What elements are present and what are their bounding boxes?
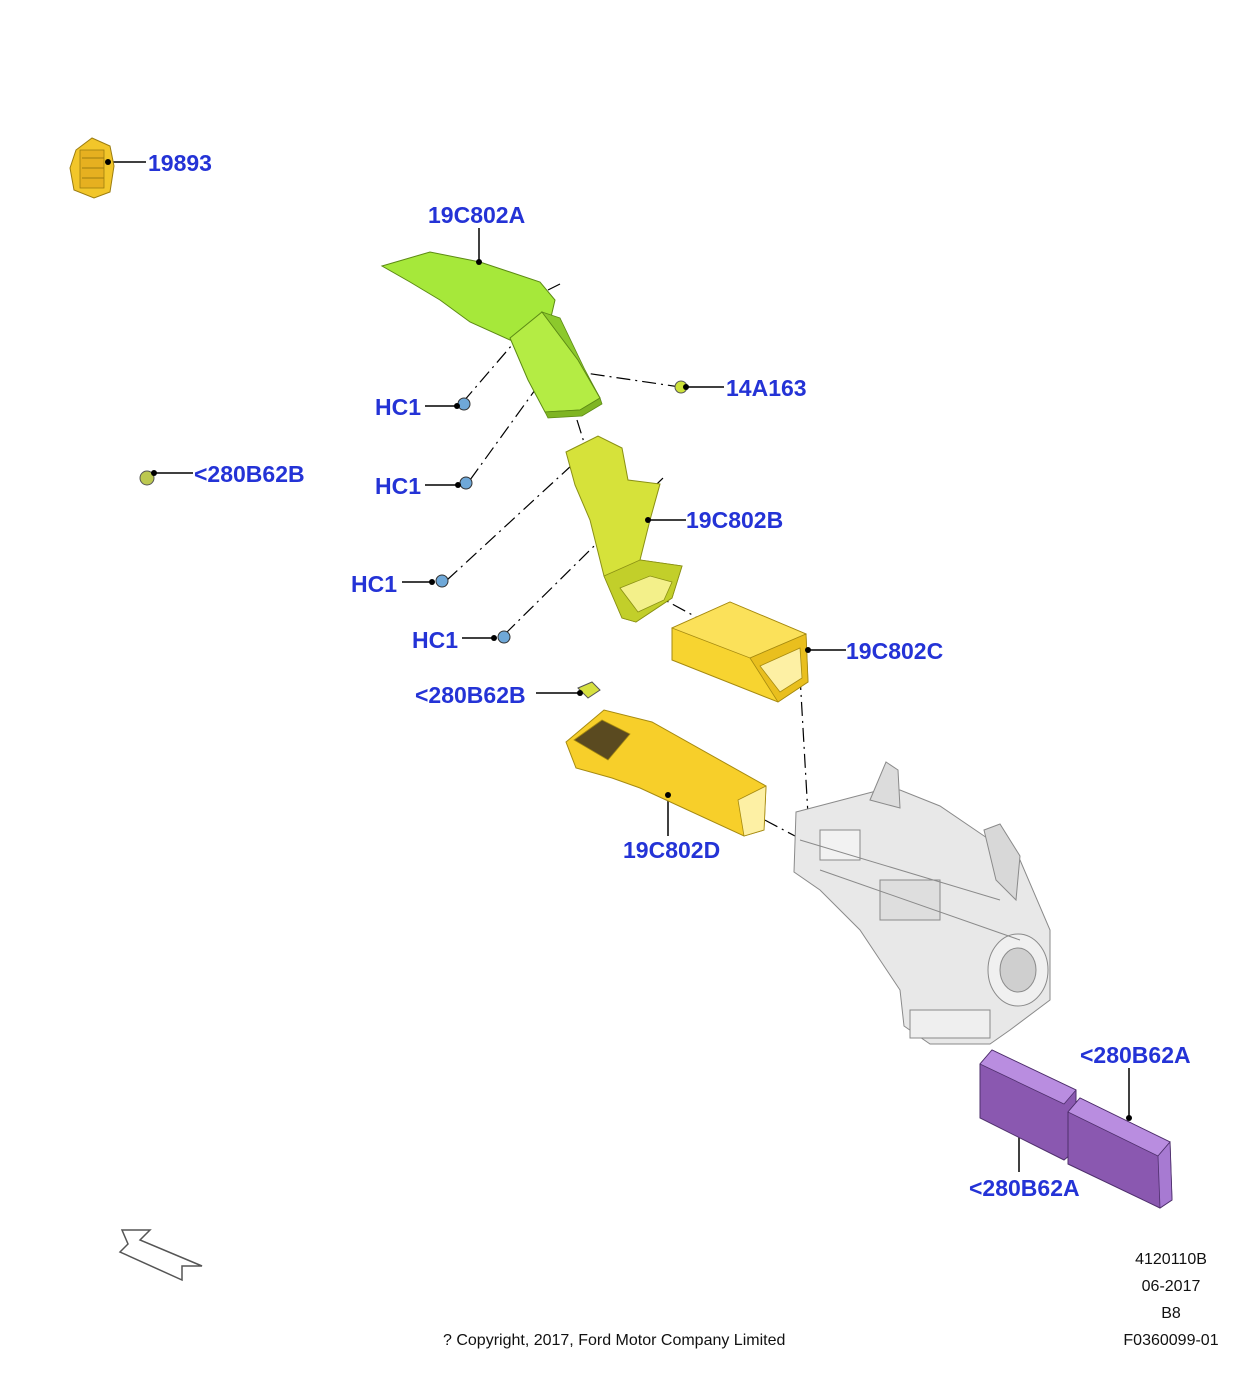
- fasteners: [105, 159, 1132, 1136]
- callout-280b62b-mid: <280B62B: [415, 682, 526, 708]
- direction-arrow-icon: [118, 1229, 203, 1282]
- part-19c802a: [380, 251, 603, 419]
- copyright-text: ? Copyright, 2017, Ford Motor Company Li…: [443, 1332, 786, 1349]
- callout-hc1-d: HC1: [412, 627, 459, 653]
- drawing-figure-id: F0360099-01: [1123, 1332, 1219, 1349]
- callout-19c802d: 19C802D: [623, 837, 721, 863]
- part-19c802c: [670, 601, 809, 703]
- leader-lines: [108, 161, 1130, 1172]
- drawing-code: 4120110B: [1135, 1251, 1207, 1268]
- part-280b62a: [979, 1049, 1173, 1209]
- callout-19c802a: 19C802A: [428, 202, 526, 228]
- callout-14a163: 14A163: [726, 375, 807, 401]
- part-19c802b: [565, 435, 683, 623]
- callout-hc1-b: HC1: [375, 473, 422, 499]
- callout-280b62a-top: <280B62A: [1080, 1042, 1191, 1068]
- part-19c802d: [565, 709, 767, 837]
- callout-280b62a-bottom: <280B62A: [969, 1175, 1080, 1201]
- drawing-variant: B8: [1161, 1305, 1181, 1322]
- callout-19893: 19893: [148, 150, 212, 176]
- callout-hc1-c: HC1: [351, 571, 398, 597]
- callout-19c802b: 19C802B: [686, 507, 784, 533]
- callout-280b62b-left: <280B62B: [194, 461, 305, 487]
- callout-19c802c: 19C802C: [846, 638, 944, 664]
- part-19893: [69, 137, 115, 199]
- hvac-housing: [793, 761, 1051, 1045]
- callout-hc1-a: HC1: [375, 394, 422, 420]
- drawing-date: 06-2017: [1141, 1278, 1201, 1295]
